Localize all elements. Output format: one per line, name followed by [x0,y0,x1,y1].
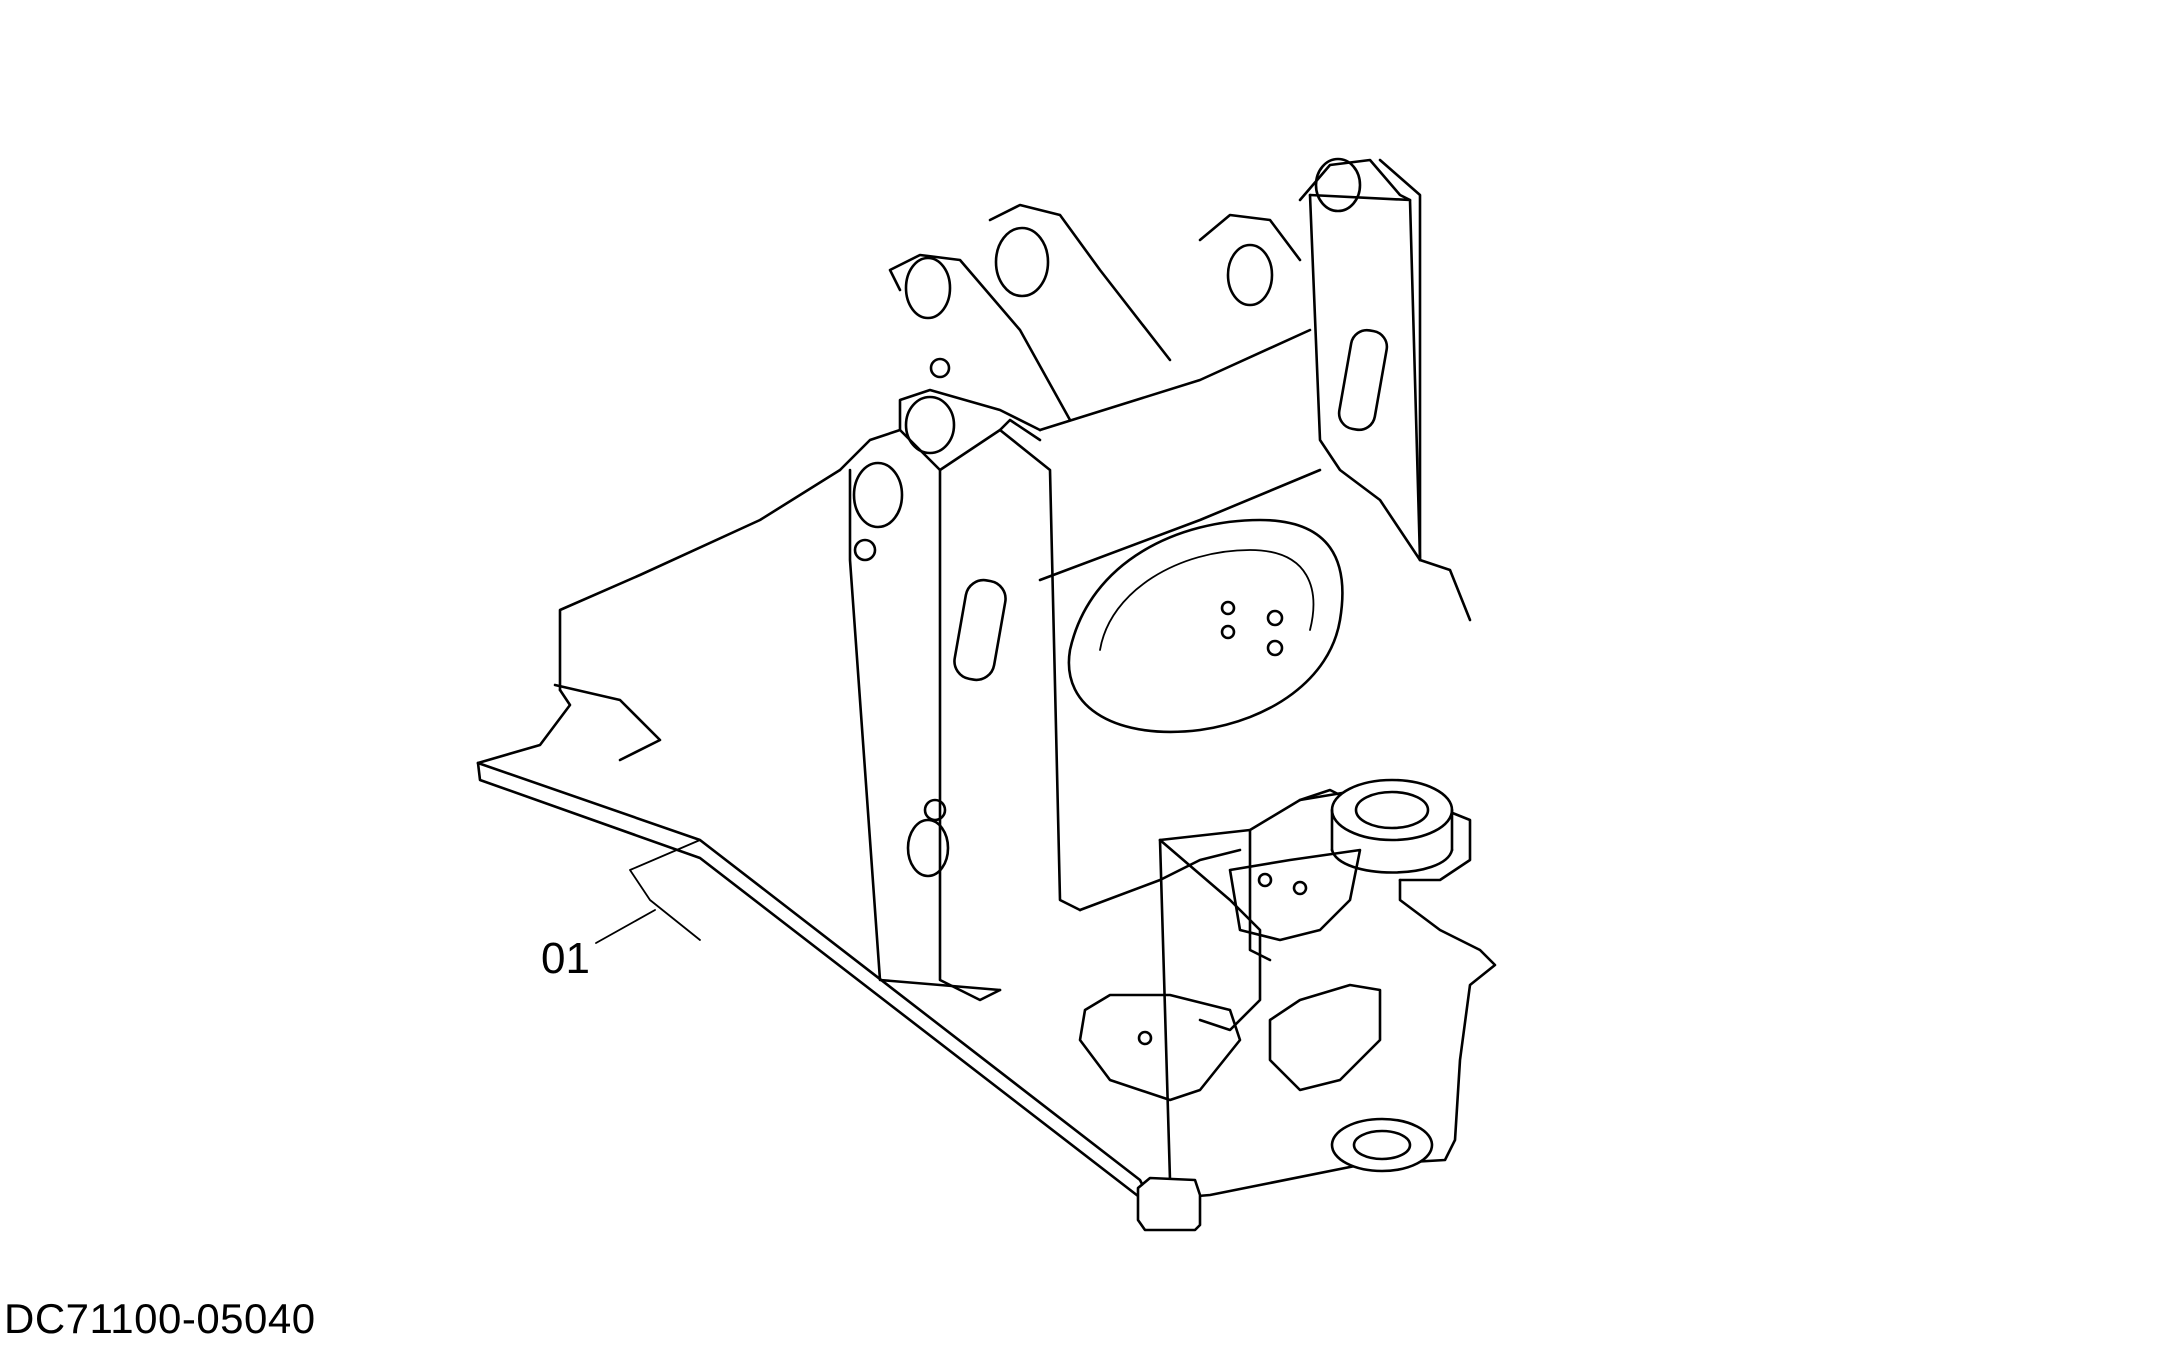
callout-label-01: 01 [541,934,590,983]
leader-line [595,909,656,944]
bosses-and-holes [852,157,1454,1173]
drawing-id: DC71100-05040 [4,1295,316,1342]
frame-outline [476,158,1497,1232]
